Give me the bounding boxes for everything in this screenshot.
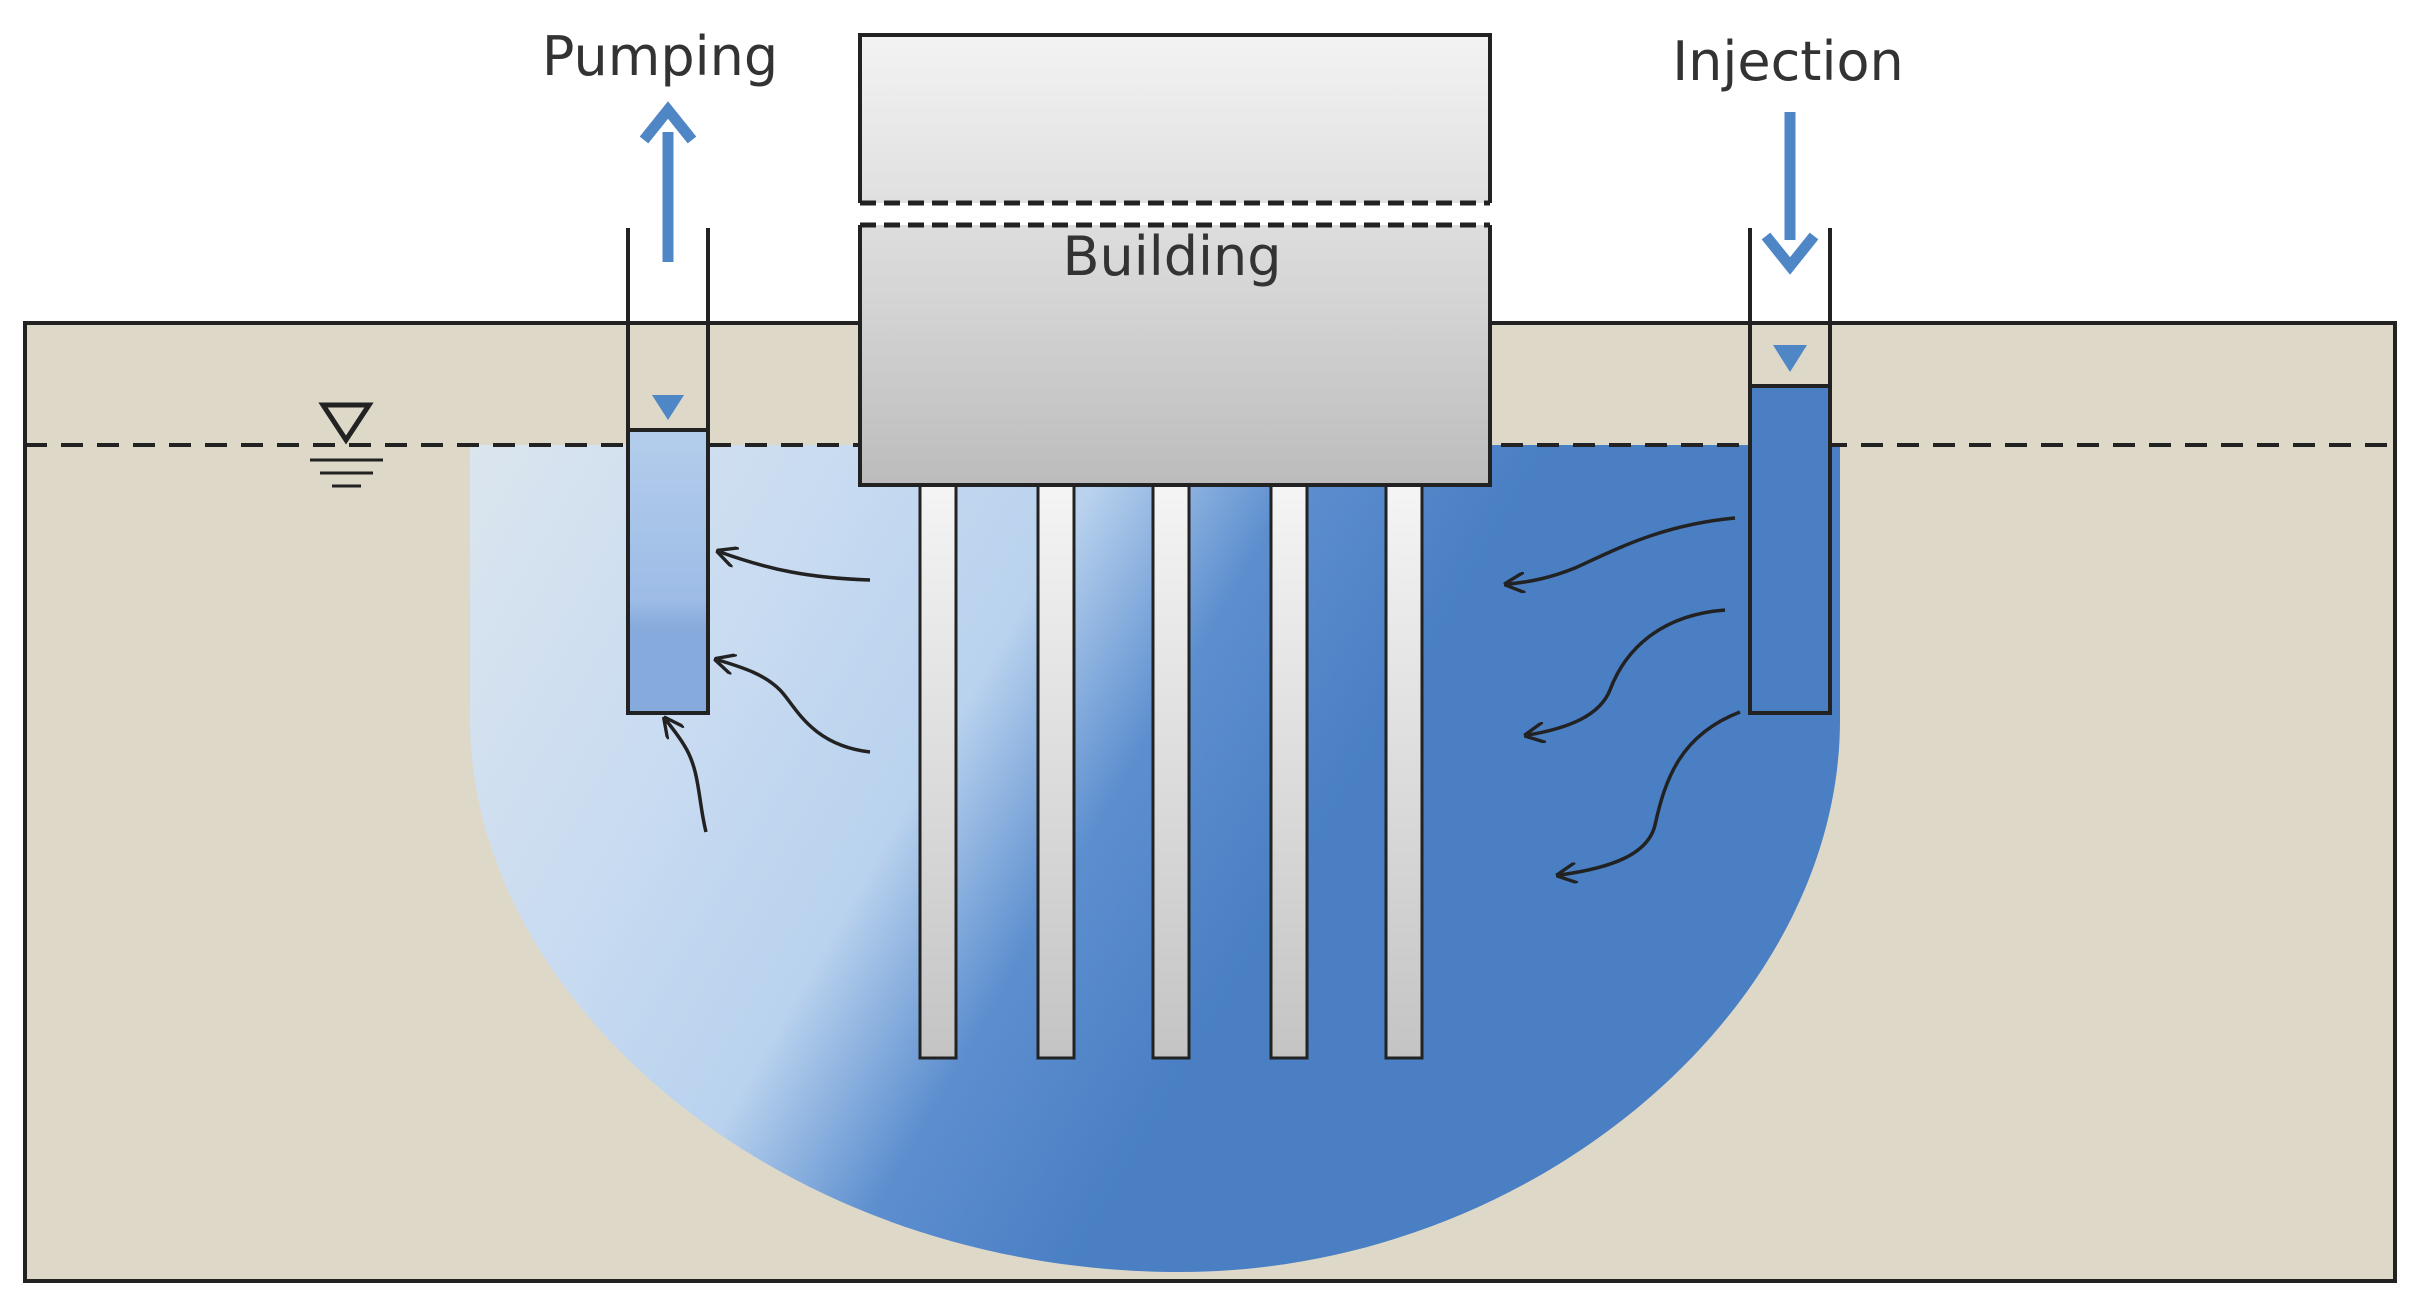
injection-label: Injection xyxy=(1672,30,1904,93)
pumping-arrow-head xyxy=(639,101,697,144)
flow-arrow xyxy=(1508,516,1736,584)
flow-arrows-injection xyxy=(1508,516,1741,875)
building-label: Building xyxy=(1062,225,1281,288)
flow-arrow xyxy=(1528,608,1726,735)
pile xyxy=(1151,478,1191,1060)
flow-arrow xyxy=(1560,710,1741,875)
pile xyxy=(1384,478,1424,1060)
injection-well: Injection xyxy=(1672,30,1904,715)
pumping-water-level-icon xyxy=(652,395,684,420)
building: Building xyxy=(856,33,1494,487)
water-table-symbol xyxy=(310,402,383,488)
pile xyxy=(918,478,958,1060)
pile xyxy=(1269,478,1309,1060)
injection-water-level-icon xyxy=(1773,345,1807,372)
flow-arrow xyxy=(720,552,871,582)
pumping-label: Pumping xyxy=(542,25,778,88)
flow-arrows-pumping xyxy=(666,552,871,833)
pumping-well: Pumping xyxy=(542,25,778,715)
flow-arrow xyxy=(718,660,871,754)
flow-arrow xyxy=(666,720,708,833)
pile xyxy=(1036,478,1076,1060)
injection-arrow-head xyxy=(1761,232,1819,275)
